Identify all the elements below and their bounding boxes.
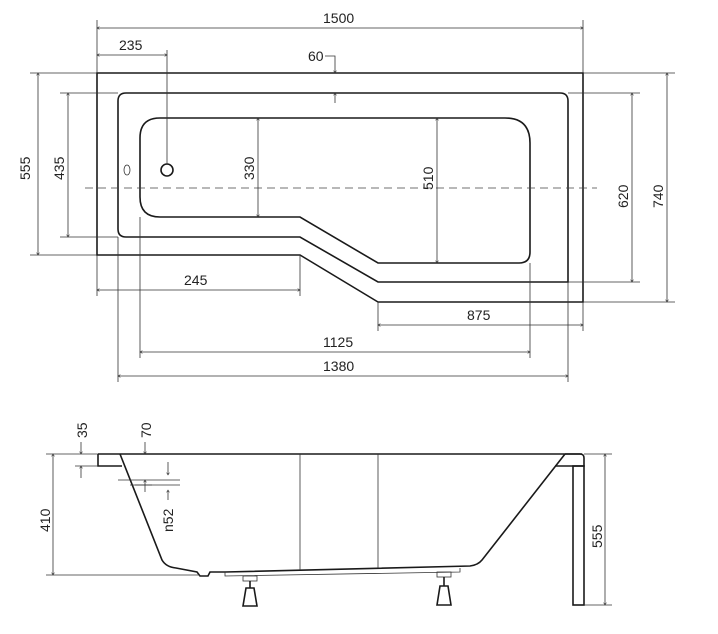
right-rim-lip bbox=[555, 453, 585, 467]
outer-rim-outline bbox=[96, 72, 584, 303]
label-555-side: 555 bbox=[589, 524, 605, 548]
label-875: 875 bbox=[467, 307, 491, 323]
label-1380: 1380 bbox=[323, 358, 354, 374]
label-60: 60 bbox=[308, 48, 324, 64]
left-wall bbox=[119, 453, 225, 577]
side-view: 410 35 70 n52 555 bbox=[37, 422, 612, 607]
dim-60-arrow-top bbox=[325, 55, 335, 73]
label-740: 740 bbox=[650, 184, 666, 208]
overflow-icon bbox=[123, 164, 131, 176]
top-view: 1500 235 60 555 435 330 510 620 740 245 … bbox=[17, 10, 675, 382]
basin-outline bbox=[139, 117, 531, 264]
extension-lines bbox=[30, 20, 675, 382]
label-70: 70 bbox=[138, 422, 154, 438]
label-410: 410 bbox=[37, 508, 53, 532]
inner-rim-outline bbox=[117, 92, 569, 283]
bottom-line bbox=[224, 453, 566, 573]
support-plate bbox=[224, 568, 461, 577]
label-555-top: 555 bbox=[17, 156, 33, 180]
label-1500: 1500 bbox=[323, 10, 354, 26]
label-245: 245 bbox=[184, 272, 208, 288]
label-435: 435 bbox=[51, 156, 67, 180]
front-panel bbox=[572, 465, 585, 606]
adjustable-foot-right bbox=[436, 571, 452, 606]
label-1125: 1125 bbox=[323, 334, 353, 350]
label-330: 330 bbox=[241, 156, 257, 180]
label-35: 35 bbox=[74, 422, 90, 438]
label-510: 510 bbox=[420, 166, 436, 190]
label-n52: n52 bbox=[160, 508, 176, 532]
side-extension-lines bbox=[46, 453, 612, 606]
drain-icon bbox=[160, 163, 174, 177]
label-620: 620 bbox=[615, 184, 631, 208]
label-235: 235 bbox=[119, 37, 143, 53]
left-rim-lip bbox=[97, 454, 122, 467]
adjustable-foot-left bbox=[242, 575, 258, 607]
